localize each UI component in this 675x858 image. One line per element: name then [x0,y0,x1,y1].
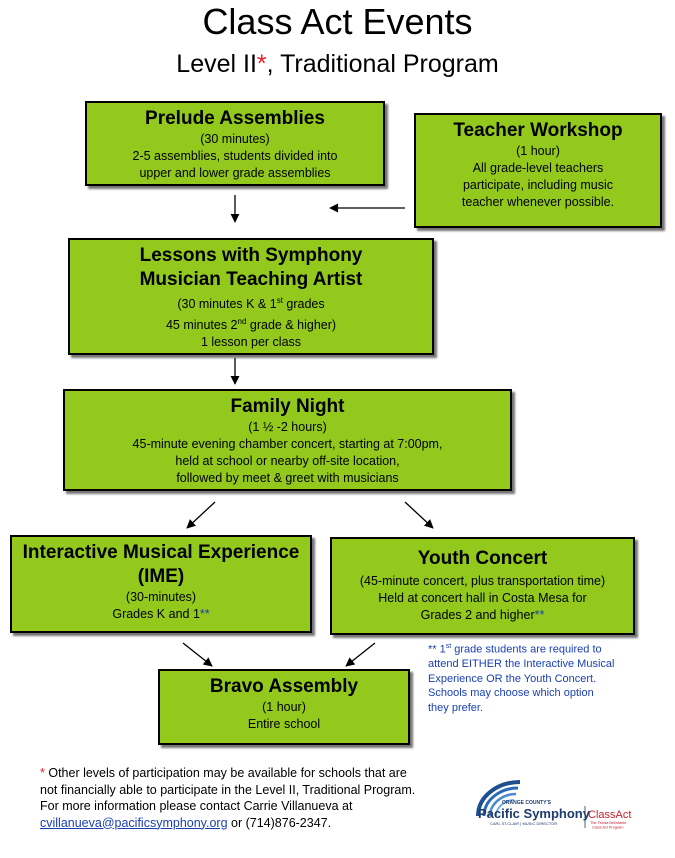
bravo-assembly-box: Bravo Assembly (1 hour) Entire school [158,669,410,745]
family-heading: Family Night [230,396,345,417]
svg-text:ORANGE COUNTY'S: ORANGE COUNTY'S [502,800,552,806]
arrow-family-to-ime [186,501,216,529]
footer-asterisk: * [40,766,45,780]
teacher-workshop-box: Teacher Workshop (1 hour) All grade-leve… [414,113,662,228]
grade-note: ** 1st grade students are required to at… [428,643,615,714]
family-night-box: Family Night (1 ½ -2 hours) 45-minute ev… [63,389,512,491]
page-subtitle: Level II*, Traditional Program [176,50,499,78]
pacific-symphony-logo: ORANGE COUNTY'S Pacific Symphony CARL ST… [476,780,631,830]
email-link[interactable]: cvillanueva@pacificsymphony.org [40,815,228,830]
lessons-heading: Lessons with Symphony [139,245,363,266]
youth-concert-box: Youth Concert (45-minute concert, plus t… [330,537,635,635]
svg-text:Class Act Program: Class Act Program [592,826,623,830]
workshop-heading: Teacher Workshop [453,120,623,141]
svg-text:Pacific Symphony: Pacific Symphony [478,806,591,821]
page-title: Class Act Events [202,1,473,42]
bravo-heading: Bravo Assembly [209,676,359,697]
ime-heading: Interactive Musical Experience [22,542,300,563]
subtitle-asterisk: * [256,50,267,78]
svg-text:CARL ST.CLAIR | MUSIC DIRECTOR: CARL ST.CLAIR | MUSIC DIRECTOR [490,821,557,826]
ime-box: Interactive Musical Experience (IME) (30… [10,535,312,633]
prelude-heading: Prelude Assemblies [145,108,325,129]
footer-note: * Other levels of participation may be a… [40,766,416,830]
lessons-box: Lessons with Symphony Musician Teaching … [68,238,434,355]
arrow-youth-to-bravo [345,642,376,667]
arrow-family-to-youth [404,501,434,529]
svg-text:ClassAct: ClassAct [588,809,631,821]
svg-text:The Frieda Belinfante: The Frieda Belinfante [590,821,626,825]
youth-heading: Youth Concert [417,548,548,569]
arrow-ime-to-bravo [182,642,213,667]
prelude-assemblies-box: Prelude Assemblies (30 minutes) 2-5 asse… [85,101,385,186]
